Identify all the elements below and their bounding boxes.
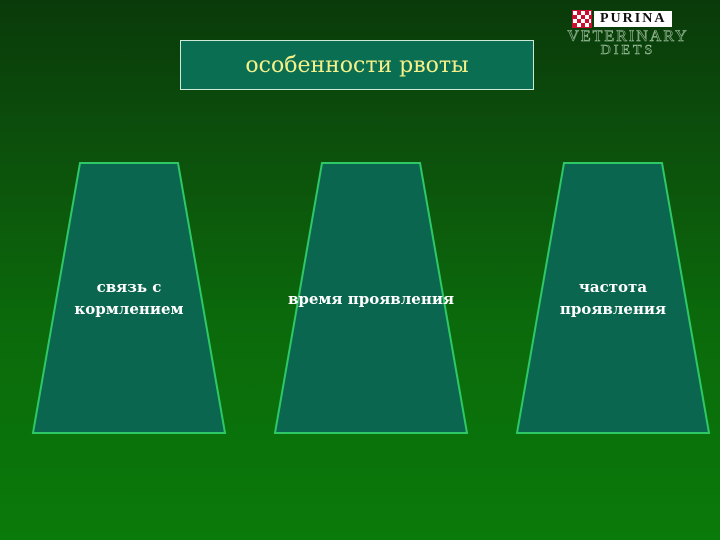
trapezoid-3 [515,162,711,434]
slide-title: особенности рвоты [245,52,469,78]
purina-logo: PURINA VETERINARY DIETS [558,10,698,62]
trapezoid-2 [273,162,469,434]
box-label-frequency: частота проявления [559,278,667,318]
trapezoid-1 [31,162,227,434]
title-box: особенности рвоты [180,40,534,90]
logo-line2: DIETS [600,43,656,59]
logo-brand: PURINA [594,11,673,27]
box-label-feeding: связь с кормлением [74,278,184,318]
checkerboard-icon [572,10,592,28]
logo-line1: VETERINARY [567,28,689,46]
logo-top: PURINA [572,10,673,28]
box-label-time: время проявления [287,290,455,308]
